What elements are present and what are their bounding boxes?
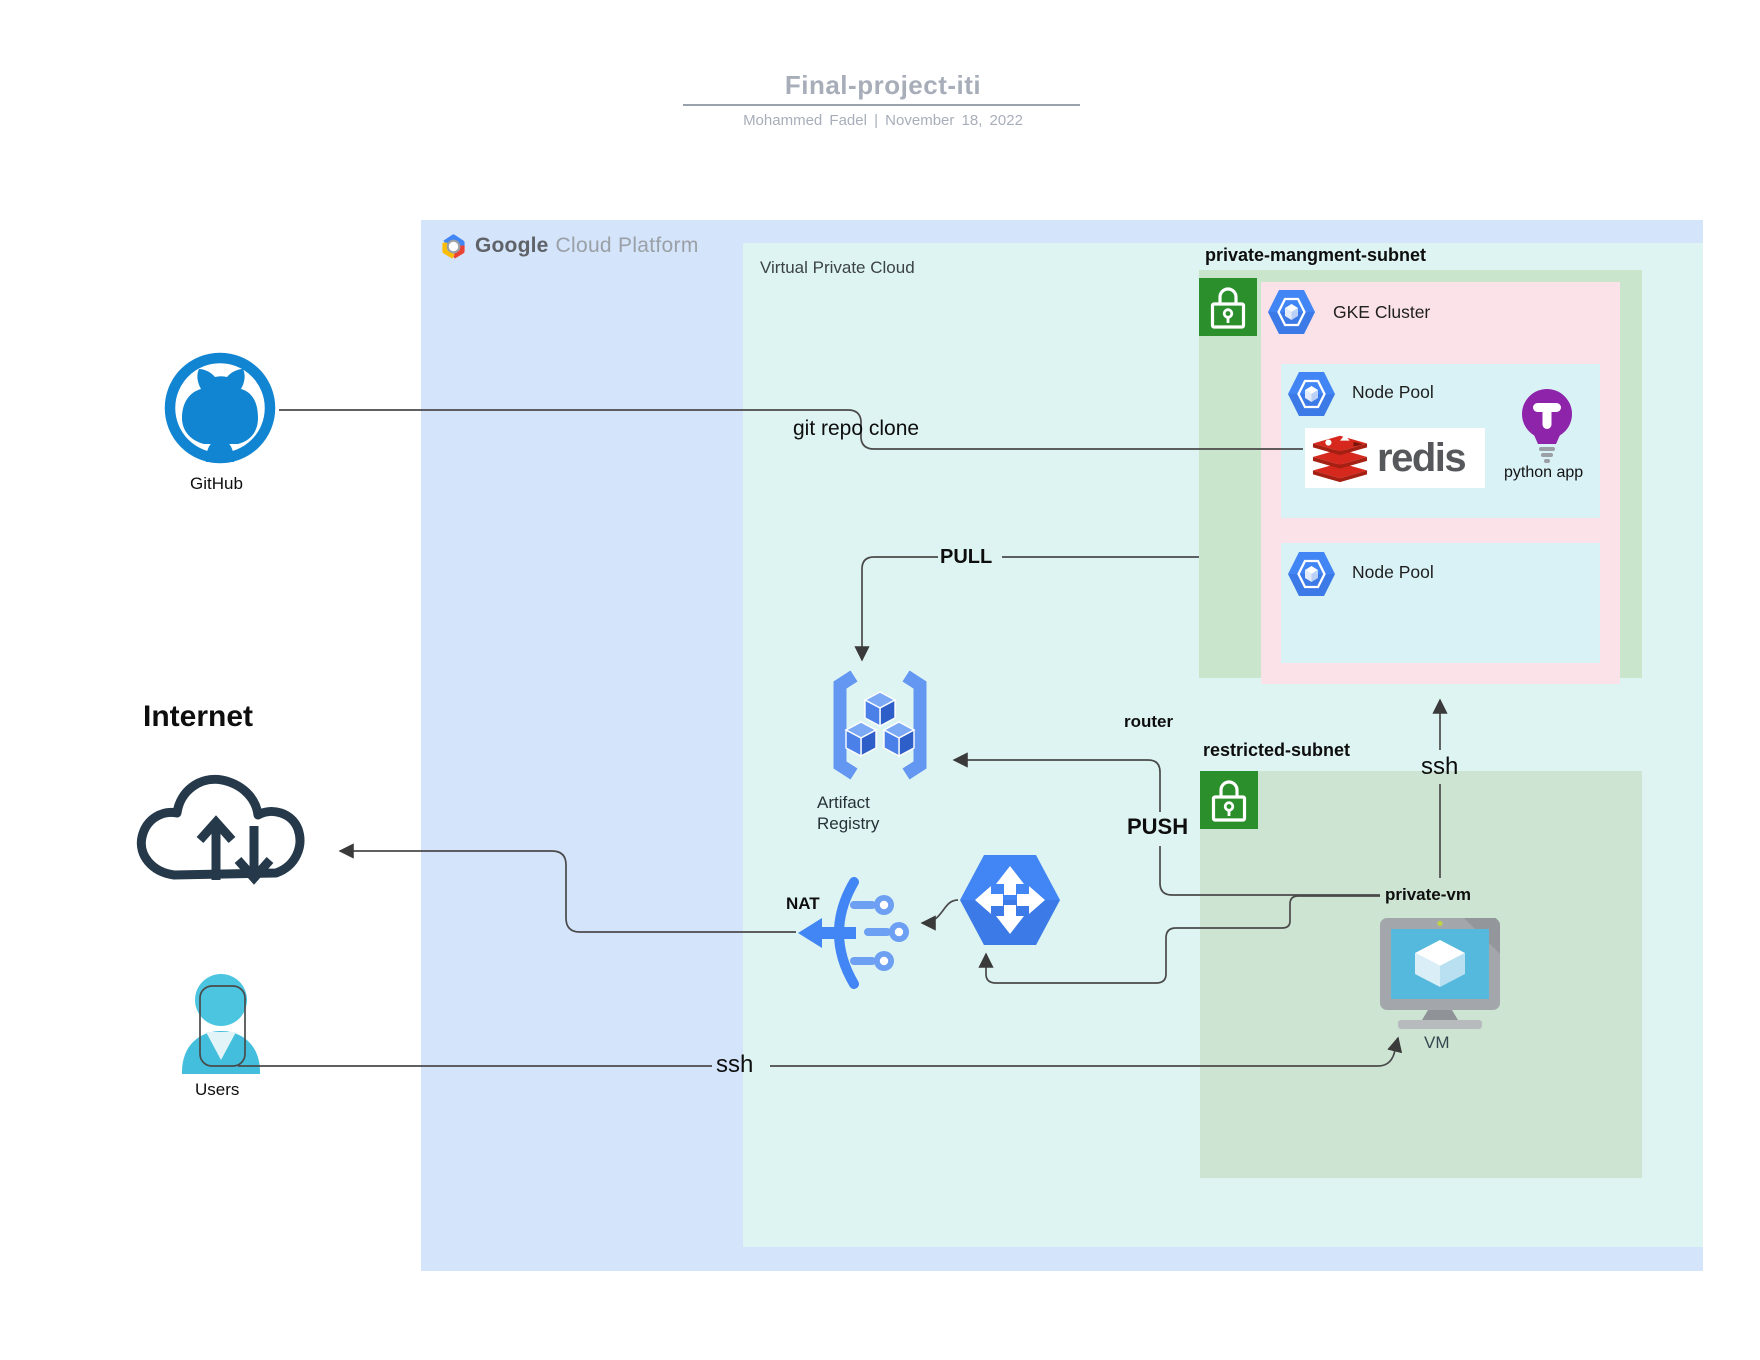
node-pool-hexagon-icon bbox=[1288, 552, 1335, 596]
gke-cluster-label: GKE Cluster bbox=[1333, 302, 1431, 322]
internet-cloud-icon bbox=[136, 774, 305, 885]
nat-label: NAT bbox=[786, 894, 820, 913]
github-icon-wrap bbox=[162, 350, 278, 471]
gcp-logo: Google Cloud Platform bbox=[439, 231, 699, 261]
gcp-hexagon-icon bbox=[442, 233, 465, 259]
vpc-label: Virtual Private Cloud bbox=[760, 258, 915, 277]
node-pool-1-icon-wrap bbox=[1287, 371, 1336, 422]
artifact-registry-icon-wrap bbox=[816, 670, 944, 785]
python-app-label: python app bbox=[1504, 464, 1584, 481]
internet-icon-wrap bbox=[130, 758, 326, 893]
router-icon-wrap bbox=[958, 853, 1062, 952]
gcp-brand-google: Google bbox=[475, 234, 549, 257]
node-pool-2-label: Node Pool bbox=[1352, 562, 1434, 582]
page-subtitle: Mohammed Fadel | November 18, 2022 bbox=[743, 112, 1023, 129]
artifact-registry-label-line1: Artifact bbox=[817, 793, 870, 812]
management-lock bbox=[1199, 278, 1257, 336]
node-pool-2-box bbox=[1281, 543, 1600, 663]
restricted-subnet-label: restricted-subnet bbox=[1203, 740, 1351, 760]
github-icon bbox=[164, 352, 276, 464]
page-title: Final-project-iti bbox=[784, 70, 982, 100]
pull-label: PULL bbox=[940, 546, 993, 568]
cloud-router-icon bbox=[960, 855, 1060, 945]
redis-badge: redis bbox=[1305, 428, 1485, 488]
ssh-users-label: ssh bbox=[716, 1051, 754, 1078]
users-person-icon bbox=[182, 974, 260, 1074]
github-label: GitHub bbox=[190, 474, 243, 493]
push-label: PUSH bbox=[1127, 814, 1189, 839]
router-label: router bbox=[1124, 712, 1174, 731]
artifact-registry-label-line2: Registry bbox=[817, 814, 880, 833]
node-pool-hexagon-icon bbox=[1288, 372, 1335, 416]
gke-hexagon-icon bbox=[1268, 290, 1315, 334]
redis-icon bbox=[1312, 434, 1368, 483]
artifact-registry-icon bbox=[833, 670, 927, 780]
title-underline bbox=[683, 104, 1080, 106]
node-pool-1-label: Node Pool bbox=[1352, 382, 1434, 402]
cloud-nat-icon bbox=[798, 877, 909, 989]
gcp-brand-rest: Cloud Platform bbox=[555, 234, 699, 257]
node-pool-2-icon-wrap bbox=[1287, 551, 1336, 602]
redis-wordmark: redis bbox=[1377, 436, 1467, 480]
vm-label: VM bbox=[1424, 1033, 1450, 1052]
lock-icon bbox=[1211, 780, 1247, 822]
vm-monitor-icon bbox=[1380, 918, 1500, 1029]
users-icon-wrap bbox=[178, 968, 264, 1079]
ssh-gke-label: ssh bbox=[1421, 753, 1459, 780]
gke-cluster-icon-wrap bbox=[1267, 289, 1316, 340]
nat-icon-wrap bbox=[794, 876, 912, 995]
internet-label: Internet bbox=[143, 700, 254, 733]
git-clone-label: git repo clone bbox=[793, 417, 920, 440]
lock-icon bbox=[1210, 287, 1246, 329]
management-subnet-label: private-mangment-subnet bbox=[1205, 245, 1427, 265]
python-app-bulb-icon bbox=[1522, 389, 1572, 463]
private-vm-label: private-vm bbox=[1385, 885, 1471, 904]
python-app-icon-wrap bbox=[1514, 386, 1580, 471]
restricted-lock bbox=[1200, 771, 1258, 829]
vm-icon-wrap bbox=[1378, 914, 1502, 1035]
users-label: Users bbox=[195, 1080, 240, 1099]
